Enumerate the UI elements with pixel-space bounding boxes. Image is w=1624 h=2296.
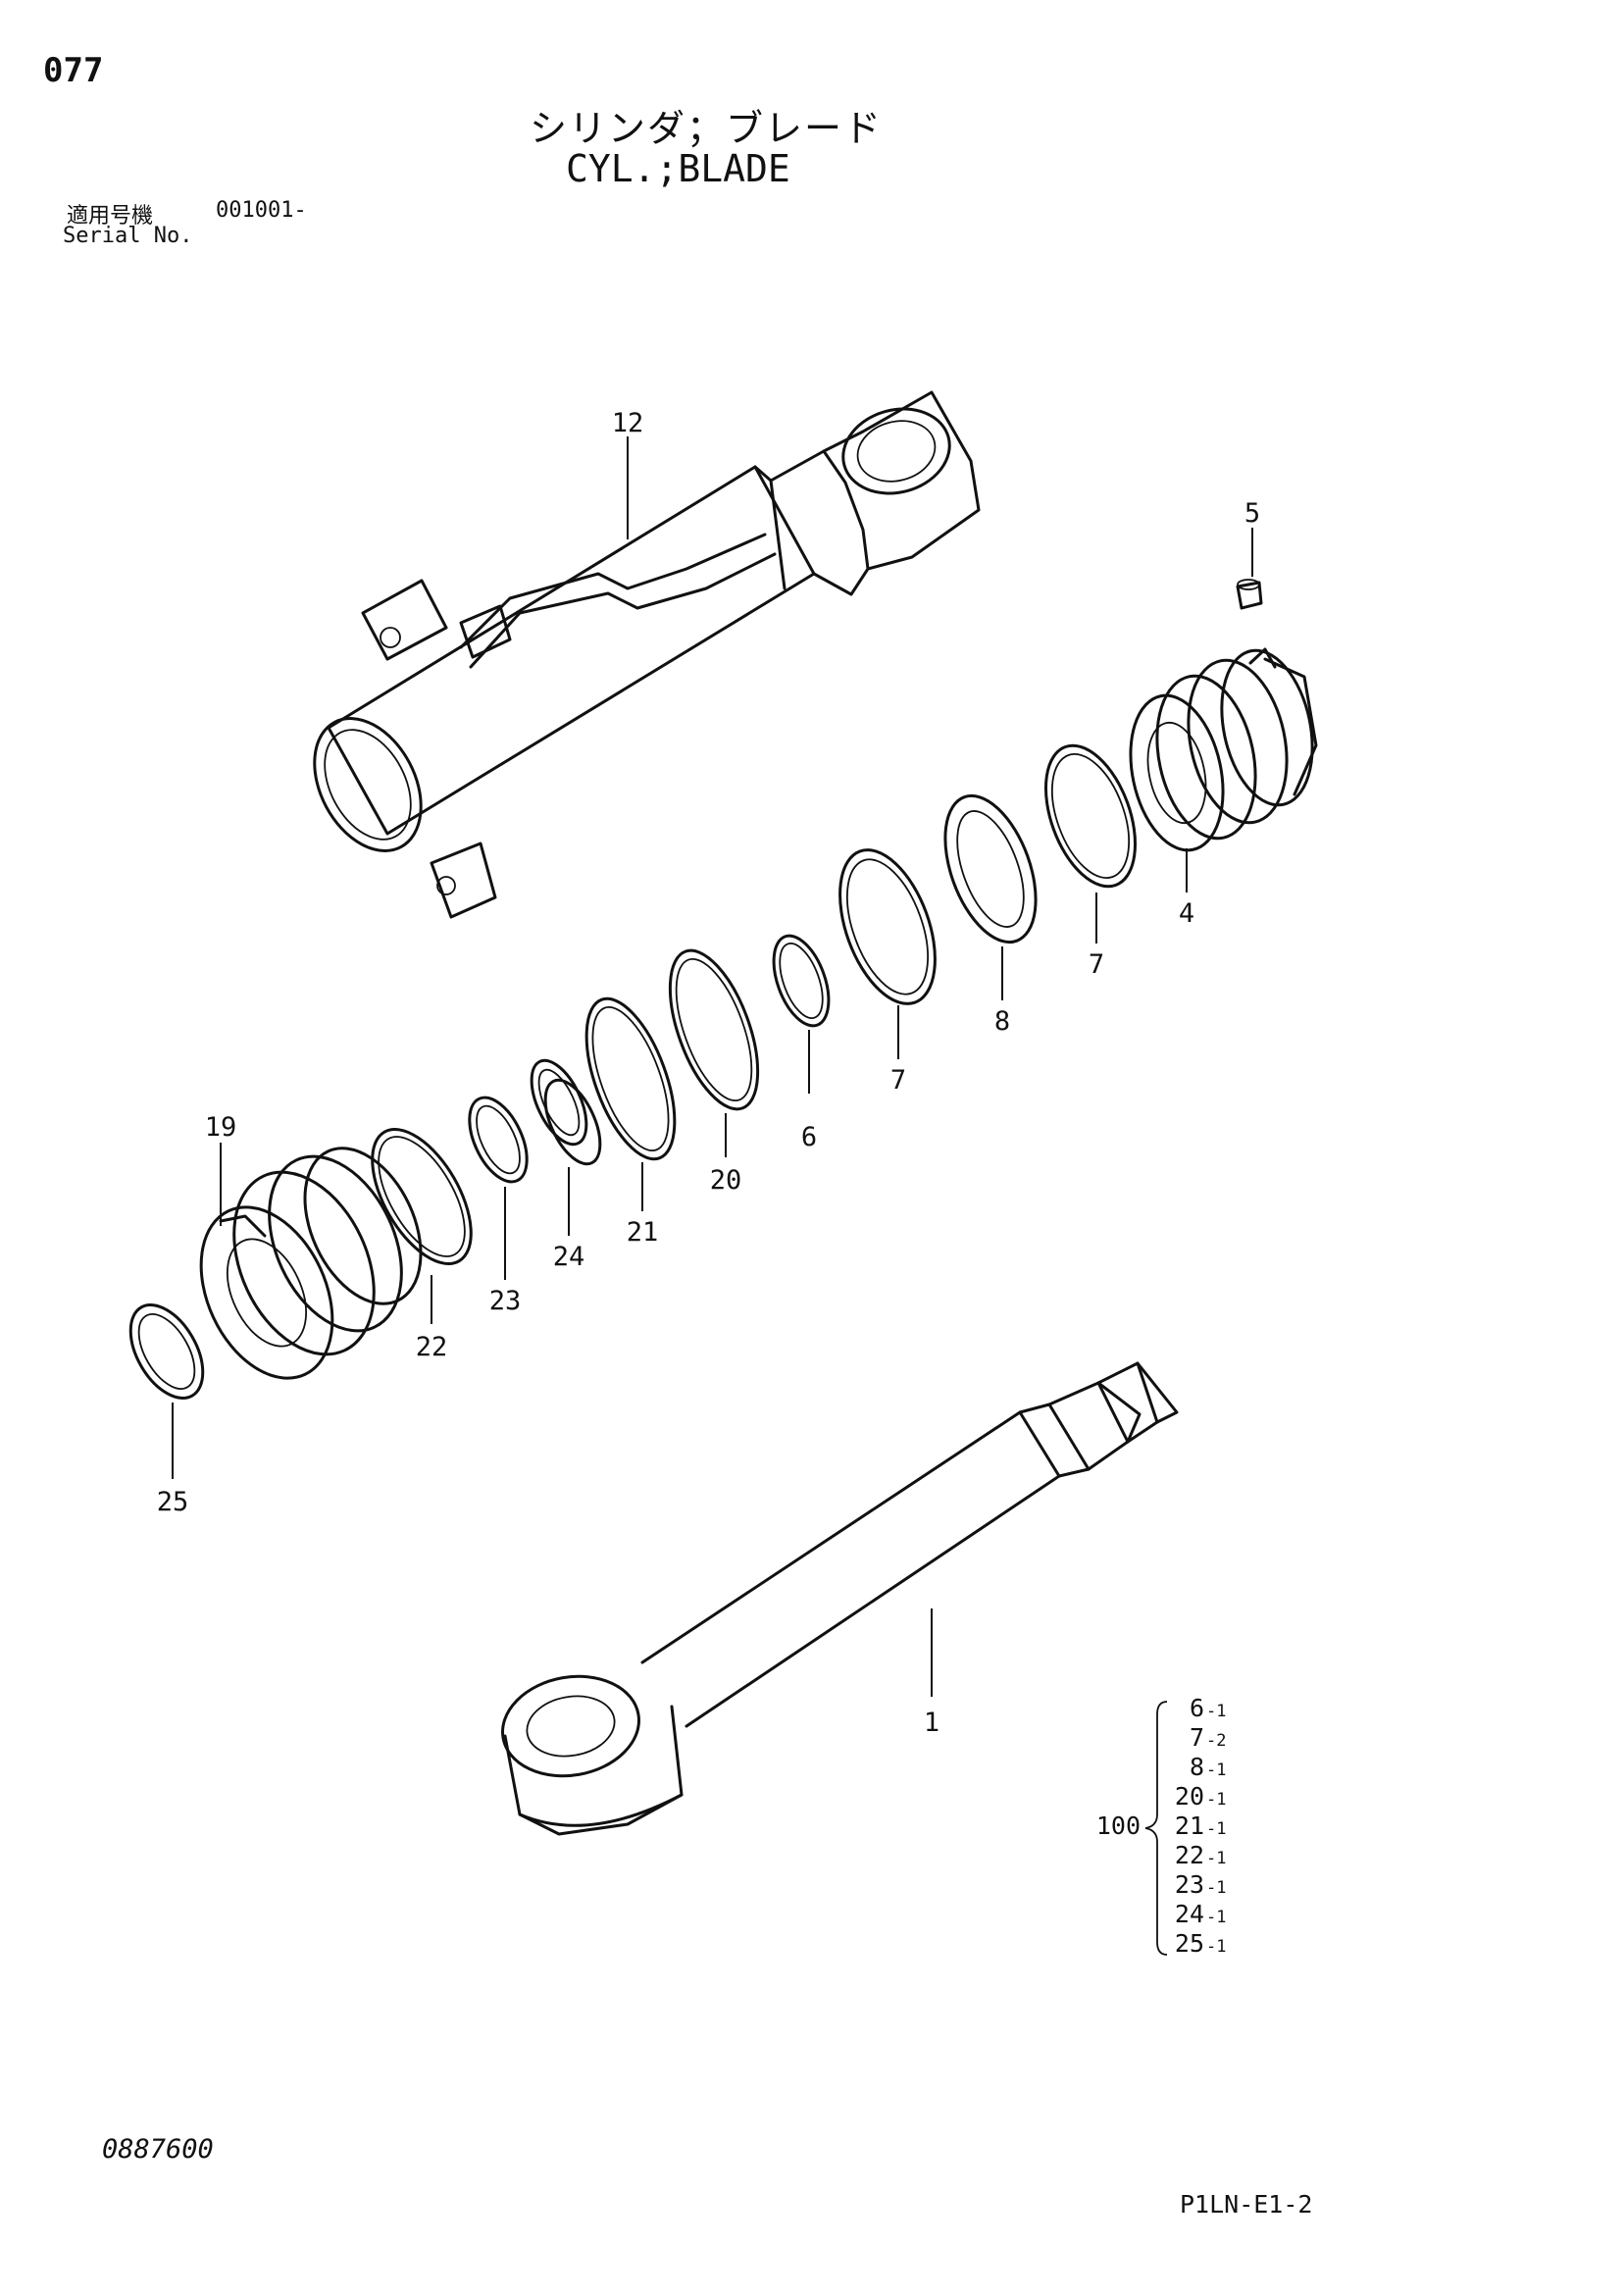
callout-12: 12 <box>612 408 644 438</box>
rod-seal-drawing <box>468 1096 529 1184</box>
serial-value: 001001- <box>216 198 307 223</box>
piston-seal-drawing <box>943 793 1038 944</box>
kit-item-qty: -1 <box>1206 1702 1226 1721</box>
piston-drawing <box>1129 647 1318 852</box>
backup-ring-b-drawing <box>371 1127 473 1266</box>
callout-7b: 7 <box>890 1065 906 1096</box>
callout-22: 22 <box>416 1332 448 1362</box>
kit-rows: 6-17-28-120-121-122-123-124-125-1 <box>1175 1694 1227 1958</box>
callout-7a: 7 <box>1089 949 1104 980</box>
o-ring-small-drawing <box>772 934 831 1028</box>
drawing-number: 0887600 <box>102 2134 214 2165</box>
kit-item-qty: -1 <box>1206 1760 1226 1780</box>
callout-23: 23 <box>489 1286 522 1316</box>
kit-item-qty: -1 <box>1206 1819 1226 1839</box>
title-japanese: シリンダ；ブレード <box>530 107 884 150</box>
piston-ring-b-drawing <box>838 848 937 1005</box>
kit-item-part: 21 <box>1175 1811 1204 1840</box>
kit-item-qty: -1 <box>1206 1908 1226 1927</box>
callout-8: 8 <box>994 1006 1010 1037</box>
piston-rod-drawing <box>501 1361 1179 1836</box>
callout-6: 6 <box>801 1122 817 1152</box>
kit-item-part: 6 <box>1190 1694 1204 1722</box>
kit-item-part: 23 <box>1175 1870 1204 1899</box>
callout-21: 21 <box>627 1217 659 1248</box>
callout-24: 24 <box>553 1242 585 1272</box>
kit-label: 100 <box>1096 1811 1141 1840</box>
kit-item-part: 7 <box>1190 1723 1204 1752</box>
callout-4: 4 <box>1179 898 1194 929</box>
kit-item-qty: -1 <box>1206 1849 1226 1868</box>
dust-seal-drawing <box>128 1303 205 1400</box>
title-english: CYL.;BLADE <box>566 147 790 190</box>
kit-item-part: 22 <box>1175 1841 1204 1869</box>
kit-item-part: 25 <box>1175 1929 1204 1958</box>
kit-item-qty: -1 <box>1206 1878 1226 1898</box>
cylinder-tube-drawing <box>313 390 981 919</box>
o-ring-drawing <box>584 996 677 1161</box>
kit-item-part: 20 <box>1175 1782 1204 1811</box>
seal-kit-list: 100 6-17-28-120-121-122-123-124-125-1 <box>1096 1694 1227 1958</box>
kit-item-qty: -1 <box>1206 1937 1226 1957</box>
page-number: 077 <box>43 51 104 90</box>
callout-20: 20 <box>710 1165 742 1196</box>
piston-ring-a-drawing <box>1043 743 1138 889</box>
callout-19: 19 <box>205 1112 237 1143</box>
callout-1: 1 <box>924 1708 939 1738</box>
leader-lines <box>172 436 1253 1697</box>
bushing-drawing <box>530 1058 602 1166</box>
cylinder-head-drawing <box>199 1147 423 1380</box>
callout-5: 5 <box>1244 498 1260 529</box>
serial-label-english: Serial No. <box>63 224 193 248</box>
callout-25: 25 <box>157 1487 189 1517</box>
kit-item-qty: -2 <box>1206 1731 1226 1751</box>
kit-item-qty: -1 <box>1206 1790 1226 1810</box>
page-code: P1LN-E1-2 <box>1180 2190 1313 2219</box>
kit-item-part: 24 <box>1175 1900 1204 1928</box>
backup-ring-drawing <box>668 948 760 1111</box>
kit-item-part: 8 <box>1190 1753 1204 1781</box>
grease-nipple-drawing <box>1236 579 1263 610</box>
serial-label-japanese: 適用号機 <box>67 204 154 229</box>
